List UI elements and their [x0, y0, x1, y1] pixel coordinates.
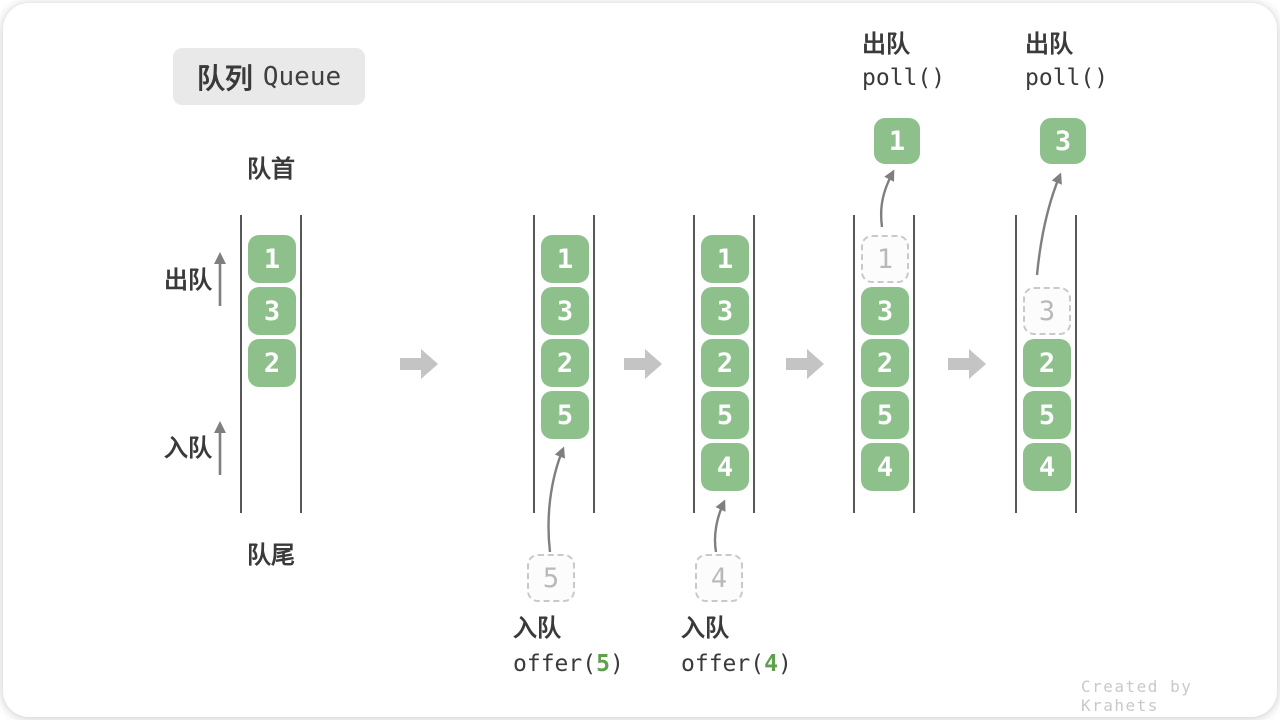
title-badge: 队列 Queue — [173, 48, 365, 105]
queue-item-ghost-box: 3 — [1023, 287, 1071, 335]
queue-item-box: 3 — [248, 287, 296, 335]
queue-item-box: 3 — [701, 287, 749, 335]
state-transition-arrow-icon — [786, 348, 824, 380]
enqueue-ghost-box: 4 — [695, 554, 743, 602]
enqueue-op-code: offer(4) — [681, 651, 792, 677]
queue-item-box: 4 — [861, 443, 909, 491]
queue-rear-label: 队尾 — [247, 542, 295, 569]
queue-item-box: 3 — [541, 287, 589, 335]
enqueue-op-label: 入队 — [681, 615, 729, 642]
title-zh: 队列 — [196, 62, 253, 94]
queue-item-box: 5 — [701, 391, 749, 439]
dequeue-op-code: poll() — [862, 65, 946, 91]
queue-item-box: 2 — [861, 339, 909, 387]
dequeued-value-box: 3 — [1040, 118, 1086, 164]
watermark: Created by Krahets — [1081, 677, 1193, 715]
queue-item-box: 1 — [541, 235, 589, 283]
queue-item-box: 2 — [541, 339, 589, 387]
state-transition-arrow-icon — [948, 348, 986, 380]
enqueue-side-label: 入队 — [164, 435, 212, 462]
queue-item-box: 2 — [248, 339, 296, 387]
queue-item-box: 2 — [701, 339, 749, 387]
enqueue-op-code: offer(5) — [513, 651, 624, 677]
queue-front-label: 队首 — [247, 156, 295, 183]
dequeue-side-label: 出队 — [164, 267, 212, 294]
dequeue-op-label: 出队 — [1025, 31, 1073, 58]
queue-item-box: 4 — [701, 443, 749, 491]
enqueue-ghost-box: 5 — [527, 554, 575, 602]
queue-item-box: 1 — [248, 235, 296, 283]
state-transition-arrow-icon — [400, 348, 438, 380]
state-transition-arrow-icon — [624, 348, 662, 380]
queue-item-ghost-box: 1 — [861, 235, 909, 283]
queue-item-box: 4 — [1023, 443, 1071, 491]
dequeue-op-code: poll() — [1025, 65, 1109, 91]
title-en: Queue — [262, 61, 342, 92]
queue-item-box: 5 — [1023, 391, 1071, 439]
queue-item-box: 2 — [1023, 339, 1071, 387]
queue-item-box: 1 — [701, 235, 749, 283]
enqueue-op-label: 入队 — [513, 615, 561, 642]
dequeued-value-box: 1 — [874, 118, 920, 164]
queue-item-box: 5 — [861, 391, 909, 439]
queue-item-box: 5 — [541, 391, 589, 439]
dequeue-op-label: 出队 — [862, 31, 910, 58]
queue-item-box: 3 — [861, 287, 909, 335]
